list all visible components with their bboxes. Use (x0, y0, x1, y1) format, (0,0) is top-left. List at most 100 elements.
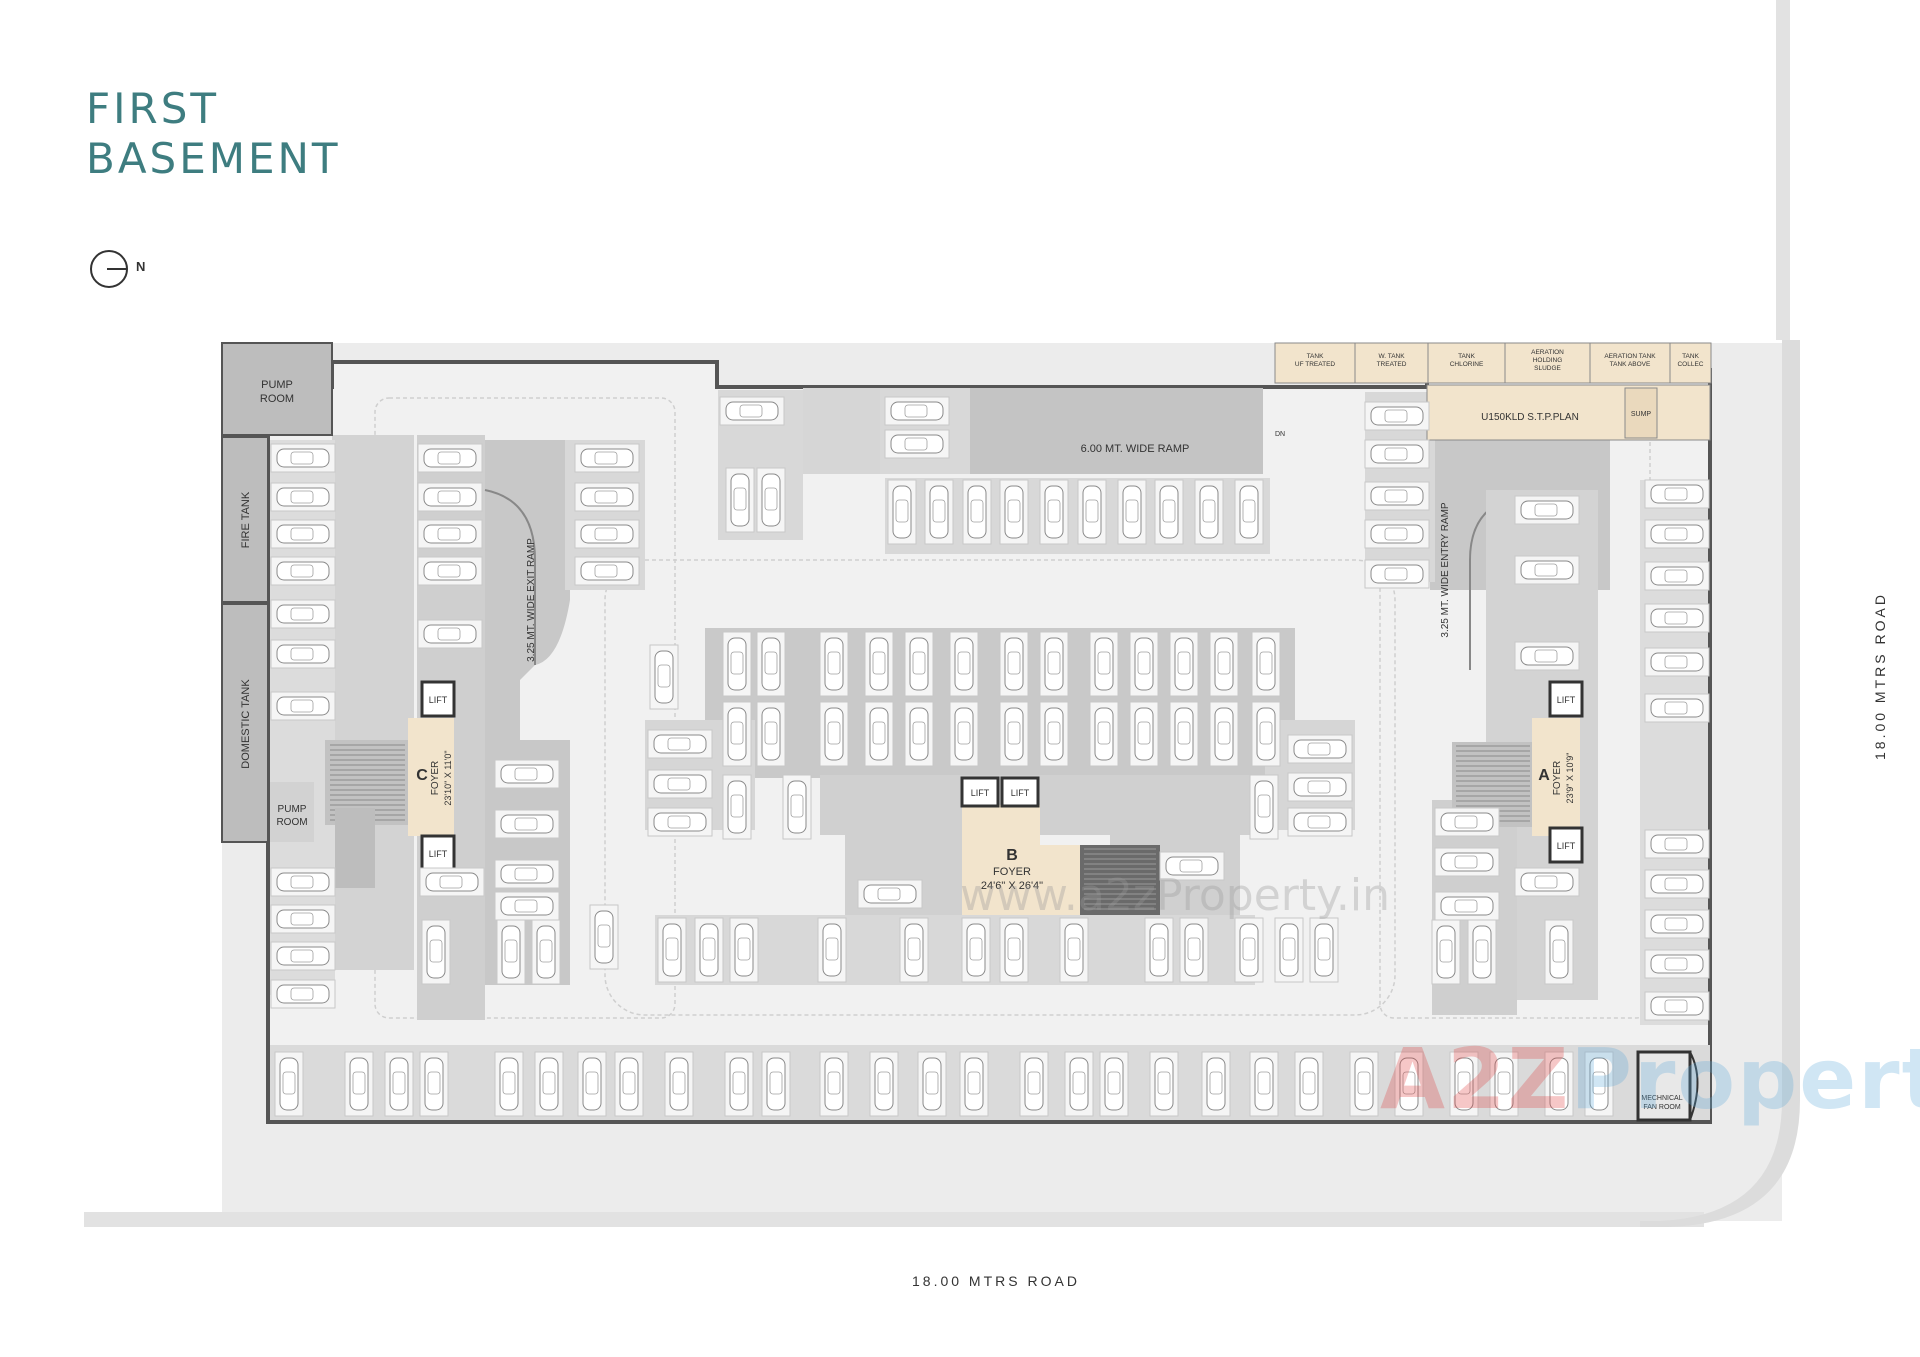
car-roof-icon (437, 527, 461, 541)
car-icon (1293, 812, 1347, 832)
car-roof-icon (437, 564, 461, 578)
car-roof-icon (904, 404, 928, 418)
car-roof-icon (290, 451, 314, 465)
car-icon (824, 1057, 844, 1111)
car-icon (1370, 564, 1424, 584)
car-icon (1174, 637, 1194, 691)
car-roof-icon (872, 721, 886, 745)
car-icon (1024, 1057, 1044, 1111)
car-icon (500, 814, 554, 834)
foyer-a-size: 23'9" X 10'9" (1565, 753, 1575, 804)
lift-b-right (1000, 776, 1040, 808)
car-roof-icon (1217, 651, 1231, 675)
car-icon (1440, 812, 1494, 832)
car-roof-icon (1534, 563, 1558, 577)
foyer-c-size: 23'10" X 11'0" (443, 750, 453, 805)
car-icon (423, 624, 477, 644)
main-ramp-label: 6.00 MT. WIDE RAMP (1081, 443, 1190, 455)
core-c-letter: C (416, 767, 428, 784)
car-roof-icon (502, 1071, 516, 1095)
sump-label: SUMP (1631, 411, 1652, 418)
road-label-bottom: 18.00 MTRS ROAD (912, 1273, 1080, 1289)
car-roof-icon (1664, 837, 1688, 851)
car-icon (1094, 637, 1114, 691)
fan-room-line2: FAN ROOM (1643, 1104, 1681, 1111)
car-icon (1184, 923, 1204, 977)
car-icon (824, 707, 844, 761)
car-roof-icon (1259, 651, 1273, 675)
car-roof-icon (437, 490, 461, 504)
car-roof-icon (290, 564, 314, 578)
car-icon (1004, 707, 1024, 761)
car-icon (276, 604, 330, 624)
car-icon (276, 561, 330, 581)
car-roof-icon (1177, 721, 1191, 745)
foyer-b-size: 24'6" X 26'4" (981, 880, 1043, 892)
car-icon (423, 524, 477, 544)
car-icon (1650, 652, 1704, 672)
car-roof-icon (429, 939, 443, 963)
utility-tank-label: AERATION TANK (1604, 353, 1656, 360)
west-aisle (332, 435, 414, 970)
car-icon (890, 401, 944, 421)
car-roof-icon (1664, 877, 1688, 891)
watermark-brand: A2ZProperty (1380, 1030, 1920, 1128)
car-icon (1104, 1057, 1124, 1111)
car-icon (1134, 637, 1154, 691)
stair-c-lower (335, 808, 375, 888)
car-icon (536, 925, 556, 979)
car-roof-icon (1302, 1071, 1316, 1095)
car-icon (276, 909, 330, 929)
car-icon (967, 485, 987, 539)
car-roof-icon (667, 737, 691, 751)
car-roof-icon (1072, 1071, 1086, 1095)
car-roof-icon (1187, 937, 1201, 961)
car-roof-icon (827, 651, 841, 675)
car-icon (1279, 923, 1299, 977)
domestic-tank (221, 603, 269, 843)
car-roof-icon (1007, 651, 1021, 675)
car-icon (1239, 485, 1259, 539)
pump-room-left-line2: ROOM (276, 817, 307, 828)
car-roof-icon (967, 1071, 981, 1095)
exit-ramp-curve (484, 489, 536, 665)
car-icon (1650, 698, 1704, 718)
car-icon (1436, 925, 1456, 979)
car-icon (1650, 954, 1704, 974)
car-roof-icon (1534, 649, 1558, 663)
car-roof-icon (667, 777, 691, 791)
car-icon (580, 487, 634, 507)
entry-ramp-label: 3.25 MT. WIDE ENTRY RAMP (1440, 502, 1451, 638)
pump-room-top-line2: ROOM (260, 393, 294, 405)
car-icon (1520, 872, 1574, 892)
watermark-site: www.a2zProperty.in (960, 870, 1390, 921)
car-roof-icon (1664, 655, 1688, 669)
car-icon (1044, 485, 1064, 539)
foyer-c-label: FOYER (430, 761, 441, 795)
car-icon (582, 1057, 602, 1111)
car-icon (863, 884, 917, 904)
car-icon (1650, 874, 1704, 894)
car-icon (1256, 637, 1276, 691)
car-roof-icon (1402, 1071, 1416, 1095)
car-roof-icon (827, 1071, 841, 1095)
car-roof-icon (1664, 527, 1688, 541)
car-icon (500, 896, 554, 916)
car-icon (580, 561, 634, 581)
car-roof-icon (622, 1071, 636, 1095)
car-icon (1004, 485, 1024, 539)
car-icon (954, 707, 974, 761)
foyer-b (962, 805, 1080, 915)
car-roof-icon (290, 949, 314, 963)
car-roof-icon (514, 817, 538, 831)
car-icon (1254, 780, 1274, 834)
car-roof-icon (1125, 499, 1139, 523)
car-icon (964, 1057, 984, 1111)
car-icon (425, 872, 479, 892)
car-icon (1370, 486, 1424, 506)
car-roof-icon (1384, 409, 1408, 423)
car-roof-icon (1307, 742, 1331, 756)
car-icon (1399, 1057, 1419, 1111)
car-roof-icon (514, 899, 538, 913)
north-label: N (136, 259, 146, 274)
